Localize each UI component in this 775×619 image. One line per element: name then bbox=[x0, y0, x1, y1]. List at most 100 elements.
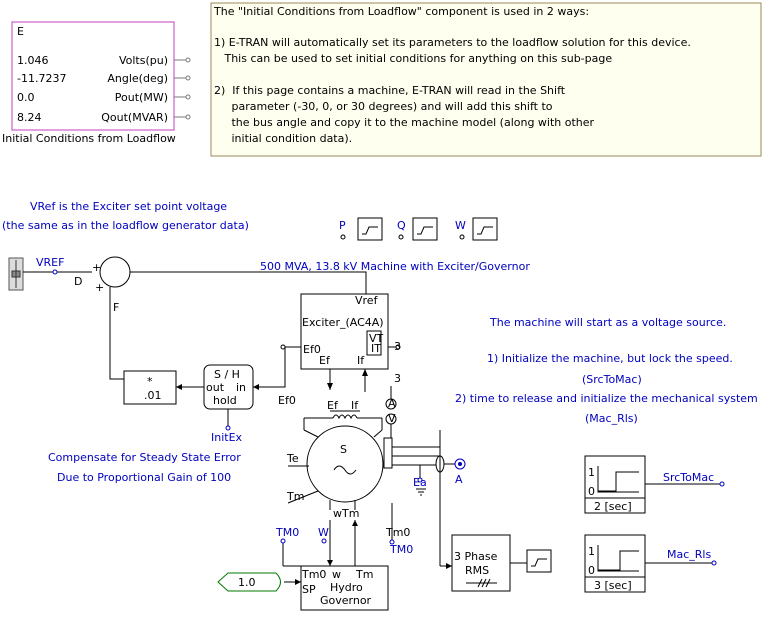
exciter-block[interactable]: Vref Exciter_(AC4A) Ef0 Ef If VT IT bbox=[300, 293, 389, 370]
rms-meter-graph-icon bbox=[531, 558, 547, 567]
meter-w-pin bbox=[459, 234, 465, 240]
voltmeter-glyph: V bbox=[388, 412, 396, 425]
meter-p-pin bbox=[340, 234, 346, 240]
meter-q-box bbox=[412, 217, 438, 241]
coil-if-label: If bbox=[351, 399, 359, 412]
exciter-vt-label: VT bbox=[369, 332, 384, 345]
gain-input-arrow bbox=[176, 384, 182, 390]
ic-label-angle: Angle(deg) bbox=[107, 72, 168, 85]
exciter-pin-3a bbox=[395, 344, 401, 350]
sum-plus-1: + bbox=[92, 261, 101, 274]
exciter-if-label: If bbox=[357, 354, 365, 367]
meter-w-label: W bbox=[455, 219, 466, 232]
field-right-wire bbox=[373, 429, 383, 438]
meter-q[interactable]: Q bbox=[397, 217, 438, 241]
meter-q-graph-icon bbox=[417, 226, 433, 235]
sh-hold-label: hold bbox=[213, 394, 237, 407]
machine-te-label: Te bbox=[286, 452, 299, 465]
step2-signal: Mac_Rls bbox=[667, 548, 711, 561]
exciter-it-label: IT bbox=[371, 342, 381, 355]
tm0-left-pin bbox=[280, 538, 286, 544]
summing-junction[interactable] bbox=[99, 256, 131, 288]
w-arrow bbox=[327, 560, 333, 566]
rms-meter[interactable] bbox=[526, 549, 552, 573]
ef0-input-pin bbox=[280, 344, 286, 350]
note-line-6: 2) If this page contains a machine, E-TR… bbox=[214, 84, 566, 97]
step1-time: 2 [sec] bbox=[594, 500, 632, 513]
vref-label: VREF bbox=[36, 256, 64, 269]
ic-block[interactable]: E 1.046 -11.7237 0.0 8.24 Volts(pu) Angl… bbox=[2, 21, 191, 145]
meter-q-pin bbox=[398, 234, 404, 240]
machine-sine-icon bbox=[333, 465, 357, 475]
gain-block[interactable]: * .01 bbox=[123, 370, 177, 405]
tm-arrow bbox=[352, 520, 358, 526]
step-block-2[interactable]: 1 0 3 [sec] bbox=[584, 534, 646, 593]
vref-pin bbox=[52, 269, 58, 275]
sample-hold-block[interactable]: S / H out in hold bbox=[203, 364, 254, 410]
release-line-1: The machine will start as a voltage sour… bbox=[489, 316, 726, 329]
rms-bus-tick-3 bbox=[485, 578, 491, 588]
note-line-3: 1) E-TRAN will automatically set its par… bbox=[214, 36, 691, 49]
machine-tm0-label: Tm0 bbox=[385, 526, 410, 539]
ic-block-caption: Initial Conditions from Loadflow bbox=[2, 132, 176, 145]
ef0-to-sh-wire bbox=[253, 370, 286, 388]
sum-label-f: F bbox=[113, 301, 119, 314]
ea-pin bbox=[417, 477, 423, 483]
gain-op: * bbox=[147, 375, 153, 388]
gov-tm0-label: Tm0 bbox=[301, 568, 326, 581]
meter-w[interactable]: W bbox=[455, 217, 498, 241]
setpoint-constant[interactable]: 1.0 bbox=[217, 572, 281, 592]
step1-axes-icon bbox=[597, 466, 639, 493]
step1-one: 1 bbox=[588, 466, 595, 479]
w-gov-pin bbox=[321, 538, 327, 544]
ic-label-pout: Pout(MW) bbox=[115, 91, 168, 104]
sh-in-label: in bbox=[236, 381, 246, 394]
bus-a-label: A bbox=[455, 473, 463, 486]
initex-pin bbox=[225, 425, 231, 431]
rms-block[interactable]: 3 Phase RMS bbox=[451, 534, 511, 592]
machine-title: 500 MVA, 13.8 kV Machine with Exciter/Go… bbox=[260, 260, 530, 273]
machine-tm-label: Tm bbox=[286, 490, 304, 503]
ic-value-qout: 8.24 bbox=[17, 111, 42, 124]
machine-circle bbox=[306, 425, 384, 503]
rms-meter-box bbox=[526, 549, 552, 573]
ic-label-volts: Volts(pu) bbox=[119, 54, 168, 67]
vref-note-line-2: (the same as in the loadflow generator d… bbox=[2, 219, 249, 232]
step1-zero: 0 bbox=[588, 485, 595, 498]
tm0-left-label: TM0 bbox=[275, 526, 299, 539]
compensate-line-2: Due to Proportional Gain of 100 bbox=[57, 471, 231, 484]
ef-arrow bbox=[327, 383, 333, 390]
ic-value-angle: -11.7237 bbox=[17, 72, 66, 85]
step-block-1[interactable]: 1 0 2 [sec] bbox=[584, 455, 646, 514]
sum-label-d: D bbox=[74, 275, 82, 288]
sh-ef0-label: Ef0 bbox=[278, 394, 296, 407]
sh-title: S / H bbox=[214, 368, 240, 381]
ic-label-qout: Qout(MVAR) bbox=[101, 111, 168, 124]
meter-w-graph-icon bbox=[477, 226, 493, 235]
tm0-right-pin bbox=[389, 539, 395, 545]
machine-tm-bottom-label: Tm bbox=[341, 507, 359, 520]
meter-p-graph-icon bbox=[362, 226, 378, 235]
field-winding-icon bbox=[303, 410, 383, 430]
bus-a-dot bbox=[458, 462, 462, 466]
field-left-wire bbox=[303, 429, 319, 438]
step2-zero: 0 bbox=[588, 564, 595, 577]
ea-label: Ea bbox=[413, 476, 427, 489]
pin-3a-label: 3 bbox=[394, 340, 401, 353]
step2-curve-icon bbox=[598, 550, 639, 571]
step2-one: 1 bbox=[588, 545, 595, 558]
step2-time: 3 [sec] bbox=[594, 579, 632, 592]
w-gov-label: W bbox=[318, 526, 329, 539]
sum-plus-2: + bbox=[95, 281, 104, 294]
synchronous-machine[interactable]: S bbox=[306, 425, 384, 503]
step2-axes-icon bbox=[597, 545, 639, 572]
meter-p[interactable]: P bbox=[339, 217, 383, 241]
ic-block-name: E bbox=[17, 25, 24, 38]
note-line-8: the bus angle and copy it to the machine… bbox=[214, 116, 595, 129]
hydro-governor-block[interactable]: Tm0 w Tm Hydro Governor SP bbox=[300, 565, 389, 611]
rms-line-2: RMS bbox=[465, 564, 489, 577]
step1-output-pin bbox=[719, 481, 725, 487]
release-line-5: (Mac_Rls) bbox=[585, 412, 638, 425]
ic-output-pins bbox=[174, 57, 191, 120]
vref-slider[interactable] bbox=[8, 257, 24, 291]
